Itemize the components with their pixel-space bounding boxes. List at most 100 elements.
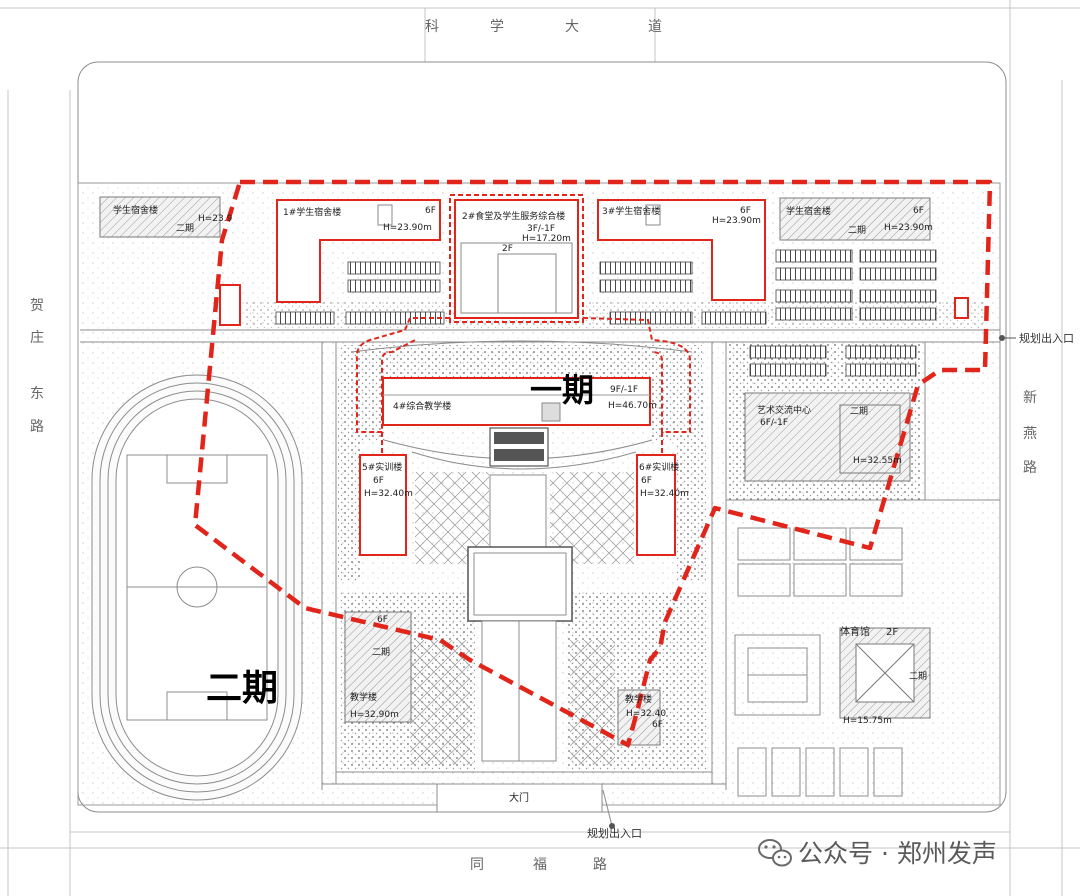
volleyball-court xyxy=(734,634,821,716)
building-labels: 1#学生宿舍楼 6F H=23.90m 2#食堂及学生服务综合楼 3F/-1F … xyxy=(113,204,933,804)
teaching-sw-height: H=32.90m xyxy=(350,710,399,720)
building-dorm-east xyxy=(779,197,931,241)
building-teaching-4 xyxy=(382,377,651,426)
teaching-se-floors: 6F xyxy=(652,720,663,730)
dorm-east-height: H=23.90m xyxy=(884,223,933,233)
art-center-floors: 6F/-1F xyxy=(760,418,788,428)
dorm-east-floors: 6F xyxy=(913,206,924,216)
training-6-floors: 6F xyxy=(641,476,652,486)
road-west-char: 东 xyxy=(30,386,44,402)
dorm-1-floors: 6F xyxy=(425,206,436,216)
green-area-central-top xyxy=(340,345,702,379)
central-plaza xyxy=(436,474,613,827)
parking-lots xyxy=(275,249,937,377)
road-west-char: 路 xyxy=(30,419,44,435)
gatehouse-west xyxy=(219,284,241,326)
teaching-4-height: H=46.70m xyxy=(608,401,657,411)
training-5-name: 5#实训楼 xyxy=(362,461,402,473)
teaching-se-name: 教学楼 xyxy=(625,693,652,705)
field-center-circle xyxy=(176,566,218,608)
parking-row xyxy=(845,363,917,377)
basketball-court xyxy=(849,563,903,597)
teaching-4-floors: 9F/-1F xyxy=(610,385,638,395)
phase-1-connectors xyxy=(355,194,691,455)
running-track xyxy=(91,374,303,801)
training-5-floors: 6F xyxy=(373,476,384,486)
gatehouse-east xyxy=(954,297,969,319)
dorm-west-height: H=23.9 xyxy=(198,214,233,224)
road-east-char: 新 xyxy=(1023,390,1037,406)
watermark-text: 公众号 · 郑州发声 xyxy=(798,839,997,868)
tree-grid-south-east xyxy=(570,640,615,765)
dorm-3-floors: 6F xyxy=(740,206,751,216)
tree-grid-south-west xyxy=(410,640,470,765)
phase-2-label: 二期 xyxy=(206,668,278,709)
dorm-1-height: H=23.90m xyxy=(383,223,432,233)
training-6-name: 6#实训楼 xyxy=(639,461,679,473)
parking-row xyxy=(859,267,937,281)
parking-row xyxy=(599,279,693,293)
parking-row xyxy=(845,345,917,359)
entrance-markers xyxy=(609,335,1016,829)
dorm-west-phase: 二期 xyxy=(176,223,194,234)
parking-row xyxy=(599,261,693,275)
basketball-court xyxy=(737,563,791,597)
road-south-char: 福 xyxy=(533,857,547,873)
teaching-4-atrium xyxy=(541,402,561,422)
road-north-char: 大 xyxy=(565,19,579,35)
road-labels: 科 学 大 道 同 福 路 贺 庄 东 路 新 燕 路 xyxy=(30,19,1037,873)
parking-row xyxy=(701,311,767,325)
gym-phase: 二期 xyxy=(909,671,927,682)
parking-row xyxy=(859,289,937,303)
connector-east xyxy=(582,317,691,433)
dorm-west-name: 学生宿舍楼 xyxy=(113,204,158,216)
track-lane xyxy=(99,382,295,793)
phase-1-label: 一期 xyxy=(530,371,594,409)
gym-name: 体育馆 xyxy=(840,625,870,638)
parking-row xyxy=(775,307,853,321)
parking-row xyxy=(859,249,937,263)
track-lane xyxy=(107,390,287,785)
parking-row xyxy=(347,261,441,275)
dorm-3-name: 3#学生宿舍楼 xyxy=(602,205,660,217)
road-west-char: 贺 xyxy=(30,298,44,314)
canteen-2-floors: 3F/-1F xyxy=(527,224,555,234)
plaza-walkway-north xyxy=(489,474,547,548)
road-north-char: 道 xyxy=(648,19,662,35)
dorm-1-core xyxy=(377,204,393,226)
building-dorm-west xyxy=(99,196,221,238)
road-east-char: 路 xyxy=(1023,460,1037,476)
teaching-sw-name: 教学楼 xyxy=(350,691,377,703)
tennis-court xyxy=(873,747,903,797)
art-center-phase: 二期 xyxy=(850,406,868,417)
gym-floors: 2F xyxy=(886,627,898,638)
building-training-5 xyxy=(359,454,407,556)
south-entrance-marker-icon xyxy=(609,823,615,829)
canteen-2-podium: 2F xyxy=(502,244,513,254)
building-dorm-1 xyxy=(276,199,441,303)
stage-steps xyxy=(494,432,544,444)
teaching-4-name: 4#综合教学楼 xyxy=(393,400,451,412)
field-penalty-area-south xyxy=(166,691,228,721)
gym-height: H=15.75m xyxy=(843,716,892,726)
green-area-left-of-5 xyxy=(338,442,360,582)
parking-row xyxy=(749,345,827,359)
east-entrance-marker-icon xyxy=(999,335,1005,341)
wechat-icon xyxy=(758,839,792,867)
building-dorm-3 xyxy=(597,199,766,301)
green-area-right-of-6 xyxy=(676,442,706,582)
road-east-char: 燕 xyxy=(1023,426,1037,442)
art-center-name: 艺术交流中心 xyxy=(757,404,811,416)
canteen-2-name: 2#食堂及学生服务综合楼 xyxy=(462,210,565,222)
building-art-center xyxy=(744,392,911,482)
dorm-3-height: H=23.90m xyxy=(712,216,761,226)
parking-row xyxy=(859,307,937,321)
canteen-2-height: H=17.20m xyxy=(522,234,571,244)
parking-row xyxy=(347,279,441,293)
parking-row xyxy=(775,267,853,281)
plaza-arc-inner xyxy=(411,451,637,470)
road-north-char: 学 xyxy=(490,19,504,35)
phase-1-buildings xyxy=(219,199,969,556)
gym-cross xyxy=(855,643,915,703)
